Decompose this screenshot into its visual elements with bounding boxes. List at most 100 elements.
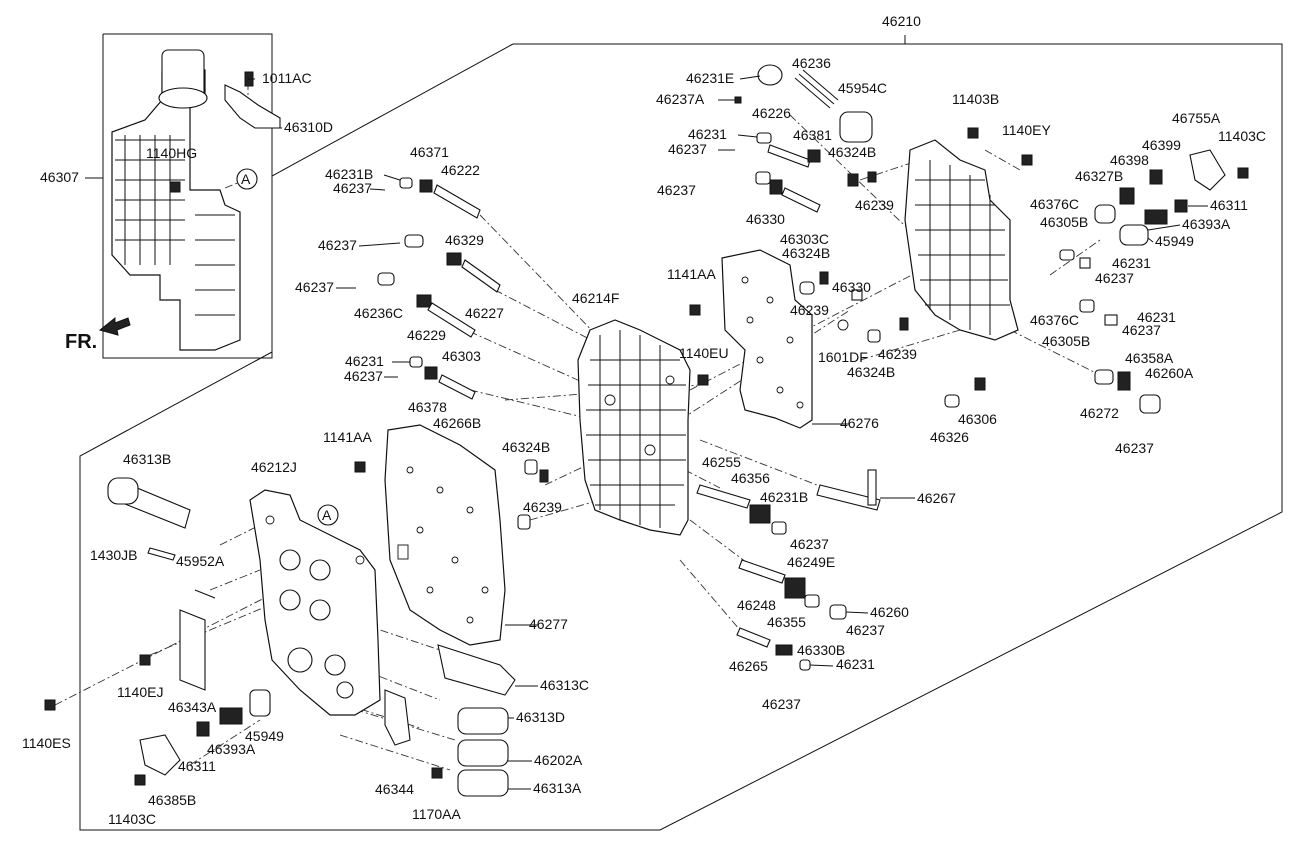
part-label: 46239 (523, 499, 562, 515)
part-label: 46330B (797, 642, 845, 658)
part-label: 1141AA (667, 266, 716, 282)
part-label: 46248 (737, 597, 776, 613)
part-label: 46313C (540, 677, 589, 693)
part-label: 46324B (502, 439, 550, 455)
part-label: 46237 (790, 536, 829, 552)
part-label: 1011AC (262, 70, 312, 86)
callout-ticks (85, 75, 1208, 790)
part-label: 46237 (846, 622, 885, 638)
part-label: 46305B (1040, 214, 1088, 230)
part-label: 46237A (656, 91, 705, 107)
part-labels: 46210 1011AC 46310D 46307 1140HG 46231E … (22, 13, 1266, 827)
view-marker-a-bottom: A (317, 504, 339, 526)
part-label: 45949 (245, 728, 284, 744)
part-label: 1140HG (146, 145, 197, 161)
part-label: 11403B (952, 91, 999, 107)
part-label: 46277 (529, 616, 568, 632)
part-label: 46272 (1080, 405, 1119, 421)
part-label: 46237 (318, 237, 357, 253)
part-label: 46310D (284, 119, 333, 135)
part-label: 46399 (1142, 137, 1181, 153)
part-label: 46237 (344, 368, 383, 384)
part-label: 46237 (1095, 270, 1134, 286)
part-label: 46227 (465, 305, 504, 321)
part-label: 46324B (782, 245, 830, 261)
part-label: 46755A (1172, 110, 1221, 126)
part-label: 46231 (836, 656, 875, 672)
part-label: 46267 (917, 490, 956, 506)
part-label: 1430JB (90, 547, 137, 563)
part-label: 46344 (375, 781, 414, 797)
part-label: 46255 (702, 454, 741, 470)
part-label: 11403C (1218, 128, 1266, 144)
part-label: 46324B (828, 144, 876, 160)
part-label: 46236 (792, 55, 831, 71)
front-indicator: FR. (65, 316, 131, 353)
part-label: 45954C (838, 80, 887, 96)
part-label: 46265 (729, 658, 768, 674)
part-label: 46303 (442, 348, 481, 364)
part-label: 46313B (123, 451, 171, 467)
part-label: 46378 (408, 399, 447, 415)
part-label: 46231B (760, 489, 808, 505)
part-label: 46226 (752, 105, 791, 121)
part-label: 1601DF (818, 349, 868, 365)
part-label: 46239 (855, 197, 894, 213)
part-label: 46306 (958, 411, 997, 427)
shift-lever-housing (111, 49, 281, 351)
part-label: 46324B (847, 364, 895, 380)
part-label: 46330 (832, 279, 871, 295)
part-label: 46237 (762, 696, 801, 712)
part-label: 46249E (787, 554, 835, 570)
part-label: 46214F (572, 290, 619, 306)
part-label: 46371 (410, 144, 449, 160)
part-label: 46237 (1115, 440, 1154, 456)
part-label: 46237 (668, 141, 707, 157)
lower-valve-body (249, 489, 381, 716)
part-label: 46327B (1075, 168, 1123, 184)
small-parts (44, 64, 1249, 786)
right-valve-body (904, 139, 1019, 341)
part-label: 46313A (533, 780, 582, 796)
view-marker-a-top: A (236, 168, 258, 190)
part-label: 45949 (1155, 233, 1194, 249)
part-label: 1170AA (412, 806, 461, 822)
part-label: 1140EJ (117, 684, 163, 700)
part-label: 46237 (333, 180, 372, 196)
part-label: 1140ES (22, 735, 71, 751)
part-label: 46343A (168, 699, 217, 715)
part-label: 46356 (731, 470, 770, 486)
part-label: 46355 (767, 614, 806, 630)
separator-plate-lower (384, 424, 506, 646)
part-label: 45952A (176, 553, 225, 569)
part-label: 46326 (930, 429, 969, 445)
separator-plate-upper (721, 249, 813, 429)
part-label: 46239 (790, 302, 829, 318)
part-label: 46303C (780, 231, 829, 247)
part-label: 1140EU (679, 345, 729, 361)
part-label: 46330 (746, 211, 785, 227)
part-label: 46393A (207, 741, 256, 757)
part-label: 46311 (178, 758, 216, 774)
part-label: 46202A (534, 752, 583, 768)
part-label: 46305B (1042, 333, 1090, 349)
part-label: 46307 (40, 169, 79, 185)
view-marker-text: A (322, 507, 332, 523)
part-label: 46266B (433, 415, 481, 431)
part-label: 46231 (1137, 309, 1176, 325)
part-label: 46313D (516, 709, 565, 725)
part-label: 46358A (1125, 350, 1174, 366)
upper-valve-body (577, 319, 691, 536)
frame-lines (79, 33, 1283, 831)
part-label: 46237 (657, 182, 696, 198)
part-label: 46311 (1210, 197, 1248, 213)
part-label: 46237 (295, 279, 334, 295)
part-label: 46381 (793, 127, 832, 143)
part-label: 46393A (1182, 216, 1231, 232)
part-label: 46239 (878, 346, 917, 362)
part-label: 46398 (1110, 152, 1149, 168)
part-label: 46231 (688, 126, 727, 142)
part-label: 46276 (840, 415, 879, 431)
part-label: 46385B (148, 792, 196, 808)
